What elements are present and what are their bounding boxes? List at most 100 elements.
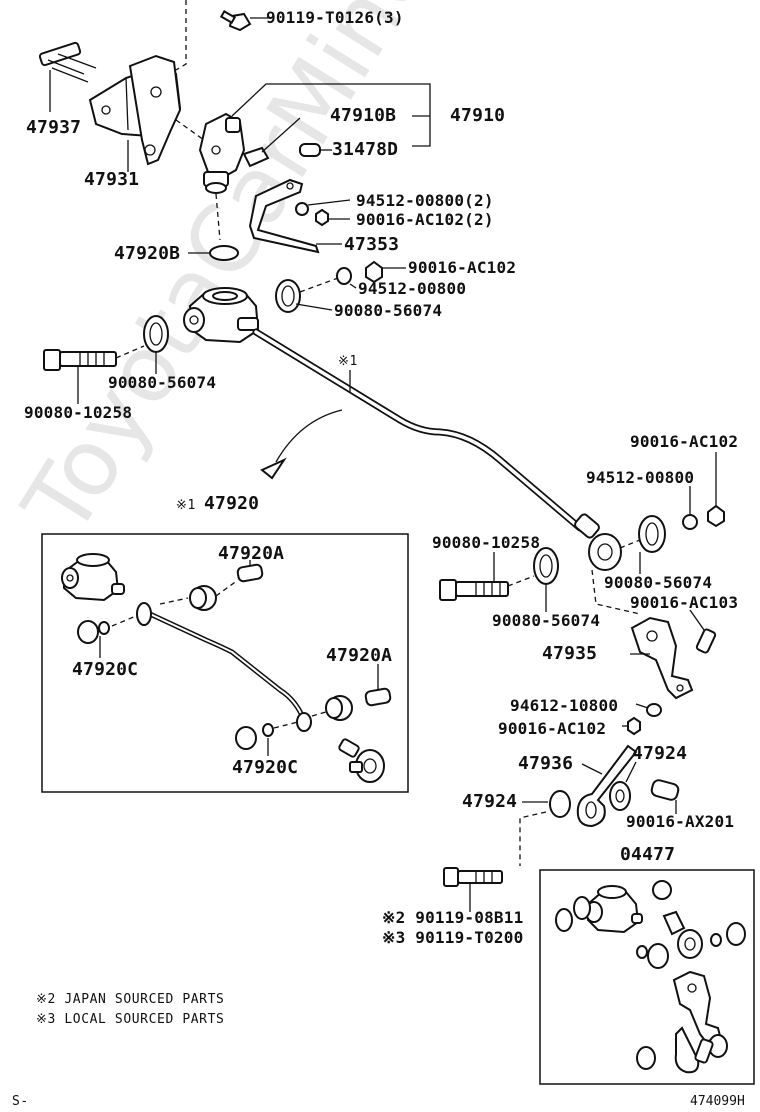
bracket-47931 — [88, 54, 182, 166]
bracket-47935 — [630, 616, 694, 700]
label-90119-t0200: ※3 90119-T0200 — [382, 928, 524, 947]
gasket-90080-rr — [638, 515, 666, 553]
label-note1-rod: ※1 — [338, 354, 358, 369]
note-japan-sourced: ※2 JAPAN SOURCED PARTS — [36, 992, 225, 1007]
bolt-90080-10258-right — [439, 579, 509, 601]
bolts-47937 — [38, 41, 97, 83]
label-47920c-2: 47920C — [232, 757, 299, 778]
washer-94512-a — [295, 202, 309, 216]
kit-dash-4 — [311, 711, 327, 717]
dash-top — [175, 0, 187, 71]
label-47935: 47935 — [542, 643, 598, 664]
label-90016-ac102-b: 90016-AC102 — [630, 432, 739, 451]
kit2-rod-end — [662, 910, 703, 959]
nut-90016-a — [315, 208, 329, 227]
label-47937: 47937 — [26, 117, 82, 138]
nut-90016-c — [707, 504, 725, 528]
bushing-47924-r — [609, 781, 631, 811]
kit-dash-1 — [159, 597, 189, 605]
label-47936: 47936 — [518, 753, 574, 774]
label-47924-r: 47924 — [632, 743, 688, 764]
nut-90016-d — [627, 716, 641, 736]
bolt-top — [219, 10, 252, 32]
union-body — [183, 287, 260, 344]
bolt-90080-10258-left — [43, 349, 117, 371]
label-94612-10800: 94612-10800 — [510, 696, 619, 715]
label-47910: 47910 — [450, 105, 506, 126]
label-90080-10258-a: 90080-10258 — [24, 403, 133, 422]
valve-47910 — [198, 112, 270, 194]
label-90016-ac102-c: 90016-AC102 — [498, 719, 607, 738]
label-90016-ax201: 90016-AX201 — [626, 812, 735, 831]
lead-l32 — [581, 763, 603, 775]
bolt-90016-ac103 — [695, 628, 717, 654]
label-90080-10258-b: 90080-10258 — [432, 533, 541, 552]
lead-l12 — [349, 283, 357, 289]
kit2-link — [674, 1026, 700, 1074]
dash-47935 — [591, 569, 641, 615]
lead-l07 — [307, 199, 351, 206]
label-47910b: 47910B — [330, 105, 397, 126]
dash-union-r — [299, 277, 339, 293]
label-90119-t0126: 90119-T0126(3) — [266, 8, 404, 27]
kit2-grommet-1 — [652, 880, 672, 900]
kit-47920-frame — [41, 533, 409, 793]
label-94512-00800-a: 94512-00800 — [358, 279, 467, 298]
label-90080-56074-d: 90080-56074 — [604, 573, 713, 592]
label-04477: 04477 — [620, 844, 676, 865]
label-90080-56074-c: 90080-56074 — [492, 611, 601, 630]
lead-l04 — [261, 117, 301, 153]
label-47920: 47920 — [204, 493, 260, 514]
label-90080-56074-a: 90080-56074 — [334, 301, 443, 320]
label-94512-00800-2: 94512-00800(2) — [356, 191, 494, 210]
kit-collar-2 — [364, 687, 392, 707]
arrow-to-box — [275, 409, 343, 463]
kit2-union — [555, 885, 643, 934]
label-90016-ac102-a: 90016-AC102 — [408, 258, 517, 277]
collar-90016-ax201 — [650, 779, 680, 801]
link-47936 — [576, 744, 638, 828]
nut-90016-b — [365, 260, 383, 284]
label-90080-56074-b: 90080-56074 — [108, 373, 217, 392]
lead-l13 — [295, 303, 333, 311]
label-47920a-1: 47920A — [218, 543, 285, 564]
label-90016-ac103: 90016-AC103 — [630, 593, 739, 612]
kit2-grommet-3 — [647, 943, 669, 969]
label-90016-ac102-2: 90016-AC102(2) — [356, 210, 494, 229]
label-47931: 47931 — [84, 169, 140, 190]
washer-94612 — [646, 703, 662, 717]
kit-grommet-3 — [325, 695, 353, 721]
kit-dash-2 — [215, 579, 239, 597]
label-94512-00800-b: 94512-00800 — [586, 468, 695, 487]
label-47920c-1: 47920C — [72, 659, 139, 680]
oring-47920b — [209, 245, 239, 261]
lead-l05-group — [231, 83, 431, 147]
dash-link-bolt — [519, 811, 547, 866]
dash-bolt-left — [115, 345, 145, 359]
label-note1-kit: ※1 — [176, 498, 196, 513]
lead-l33 — [625, 761, 637, 783]
kit2-grommet-2 — [726, 922, 746, 946]
gasket-90080-left — [143, 315, 169, 353]
label-47920a-2: 47920A — [326, 645, 393, 666]
washer-94512-c — [682, 514, 698, 530]
kit-dash-5 — [273, 721, 299, 729]
dash-valve-down — [215, 193, 221, 241]
kit-rod — [136, 602, 312, 732]
label-47353: 47353 — [344, 234, 400, 255]
plug-31478d — [299, 143, 321, 157]
kit2-washer-2 — [636, 945, 648, 959]
note-local-sourced: ※3 LOCAL SOURCED PARTS — [36, 1012, 225, 1027]
kit-union — [61, 553, 125, 602]
bracket-47353 — [248, 178, 320, 254]
label-47920b: 47920B — [114, 243, 181, 264]
kit-grommet-2 — [77, 620, 110, 644]
kit-collar-1 — [236, 563, 264, 583]
gasket-90080-rl — [533, 547, 559, 585]
dash-right-1 — [619, 539, 641, 549]
label-47924-l: 47924 — [462, 791, 518, 812]
corner-code-right: 474099H — [690, 1094, 745, 1109]
kit-04477-frame — [539, 869, 755, 1085]
kit2-bushing-2 — [636, 1046, 656, 1070]
